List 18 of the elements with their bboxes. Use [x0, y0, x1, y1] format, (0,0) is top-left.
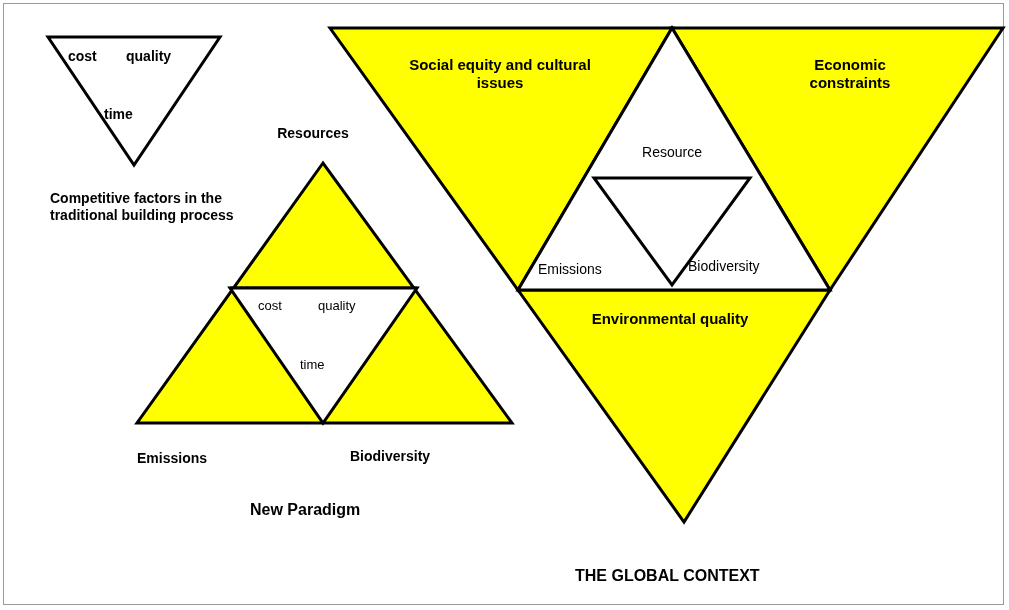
triangle-label: cost: [258, 298, 283, 314]
triangle-label: Emissions: [538, 261, 603, 278]
triangle-label: Emissions: [137, 450, 209, 467]
triangle-label: Environmental quality: [590, 310, 750, 328]
triangle-label: cost: [68, 48, 98, 65]
triangle-label: quality: [126, 48, 173, 65]
triangle-label: Social equity and cultural issues: [408, 56, 592, 92]
triangle-label: Economic constraints: [808, 56, 892, 92]
triangle-label: time: [104, 106, 134, 123]
diagram-caption: New Paradigm: [250, 500, 361, 520]
diagram-caption: THE GLOBAL CONTEXT: [575, 566, 760, 586]
triangle-label: Biodiversity: [688, 258, 761, 275]
caption-text: Competitive factors in the traditional building process: [50, 190, 235, 224]
triangle-label: Biodiversity: [350, 448, 432, 465]
triangle-label: Resources: [276, 125, 350, 142]
triangle-label: quality: [318, 298, 357, 314]
triangle-label: time: [300, 357, 326, 373]
triangle-label: Resource: [641, 144, 703, 161]
